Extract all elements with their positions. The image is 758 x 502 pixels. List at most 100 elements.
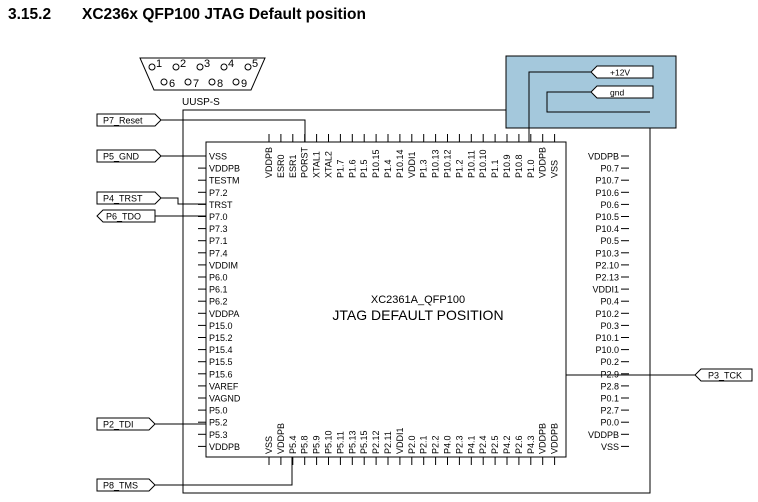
board-frame — [182, 109, 651, 494]
right-pin-p0-2: P0.2 — [600, 357, 619, 367]
db9-pin-6 — [160, 78, 168, 86]
left-pin-p15-6: P15.6 — [209, 369, 233, 379]
right-pin-vss: VSS — [601, 442, 619, 452]
db9-pin-9 — [232, 78, 240, 86]
right-pin-p0-7: P0.7 — [600, 164, 619, 174]
gnd-wire — [546, 91, 650, 113]
bottom-pin-p4-3: P4.3 — [526, 435, 536, 454]
left-pin-varef: VAREF — [209, 381, 239, 391]
right-pin-p10-3: P10.3 — [595, 248, 619, 258]
gnd-tag — [590, 85, 654, 99]
top-pin-porst: PORST — [300, 146, 310, 178]
bottom-pin-vddpb: VDDPB — [538, 423, 548, 454]
bottom-pin-vss: VSS — [264, 436, 274, 454]
p2-tdi-tag — [96, 417, 156, 431]
right-pin-p0-5: P0.5 — [600, 236, 619, 246]
right-pin-p10-0: P10.0 — [595, 345, 619, 355]
right-pin-p2-7: P2.7 — [600, 406, 619, 416]
right-pin-p10-2: P10.2 — [595, 309, 619, 319]
section-title: XC236x QFP100 JTAG Default position — [82, 6, 366, 23]
left-pin-testm: TESTM — [209, 176, 240, 186]
bottom-pin-vddi1: VDDI1 — [395, 427, 405, 454]
left-pin-p15-5: P15.5 — [209, 357, 233, 367]
power-box: +12V gnd — [505, 55, 677, 142]
right-pin-p2-13: P2.13 — [595, 273, 619, 283]
db9-pin-5 — [244, 63, 252, 71]
right-pin-p10-1: P10.1 — [595, 333, 619, 343]
db9-shell — [139, 57, 266, 91]
top-pin-p1-0: P1.0 — [526, 159, 536, 178]
top-pin-p10-14: P10.14 — [395, 149, 405, 178]
top-pin-p1-7: P1.7 — [335, 159, 345, 178]
gnd-label: gnd — [610, 88, 624, 98]
p7-reset-wire — [161, 119, 306, 142]
signal-p2-tdi: P2_TDI — [96, 417, 206, 431]
right-pin-p0-3: P0.3 — [600, 321, 619, 331]
p7-reset-label: P7_Reset — [103, 116, 143, 126]
left-pin-p15-0: P15.0 — [209, 321, 233, 331]
db9-pin-3 — [196, 63, 204, 71]
bottom-pin-vddpb: VDDPB — [276, 423, 286, 454]
p8-tms-label: P8_TMS — [103, 481, 138, 491]
p3-tck-tag — [694, 368, 753, 382]
left-pin-p5-3: P5.3 — [209, 430, 228, 440]
p8-tms-wire — [155, 457, 293, 486]
left-pin-p7-2: P7.2 — [209, 188, 228, 198]
connector-label: UUSP-S — [182, 97, 220, 108]
top-pin-p10-9: P10.9 — [502, 154, 512, 178]
left-pin-p15-4: P15.4 — [209, 345, 233, 355]
top-pin-vss: VSS — [550, 160, 560, 178]
left-pin-p7-4: P7.4 — [209, 248, 228, 258]
chip-caption: JTAG DEFAULT POSITION — [332, 307, 503, 323]
bottom-pin-p5-15: P5.15 — [359, 430, 369, 454]
right-pin-p10-5: P10.5 — [595, 212, 619, 222]
p4-trst-tag — [96, 191, 162, 205]
bottom-pin-p2-0: P2.0 — [407, 435, 417, 454]
bottom-pin-p2-6: P2.6 — [514, 435, 524, 454]
p3-tck-label: P3_TCK — [708, 371, 742, 381]
section-heading: 3.15.2 XC236x QFP100 JTAG Default positio… — [8, 6, 366, 24]
left-pin-vss: VSS — [209, 152, 227, 162]
left-pin-p6-2: P6.2 — [209, 297, 228, 307]
p2-tdi-label: P2_TDI — [103, 420, 134, 430]
right-pin-p2-8: P2.8 — [600, 381, 619, 391]
right-pin-p10-6: P10.6 — [595, 188, 619, 198]
db9-pin-number: 5 — [252, 58, 258, 70]
top-pin-p1-4: P1.4 — [383, 159, 393, 178]
bottom-pin-p2-1: P2.1 — [419, 435, 429, 454]
db9-pin-4 — [220, 63, 228, 71]
left-pin-p6-1: P6.1 — [209, 285, 228, 295]
top-pin-vddi1: VDDI1 — [407, 151, 417, 178]
signal-p5-gnd: P5_GND — [96, 149, 206, 163]
top-pin-xtal2: XTAL2 — [324, 151, 334, 178]
db9-pin-7 — [184, 78, 192, 86]
signal-p6-tdo: P6_TDO — [96, 209, 206, 223]
top-pin-p10-15: P10.15 — [371, 149, 381, 178]
db9-pin-number: 2 — [180, 58, 186, 70]
left-pin-vddim: VDDIM — [209, 260, 238, 270]
left-pin-vddpb: VDDPB — [209, 164, 240, 174]
left-pin-p5-0: P5.0 — [209, 406, 228, 416]
bottom-pin-p5-10: P5.10 — [324, 430, 334, 454]
right-pin-p0-4: P0.4 — [600, 297, 619, 307]
bottom-pin-p4-0: P4.0 — [443, 435, 453, 454]
signal-p3-tck: P3_TCK — [566, 368, 753, 382]
top-pin-p1-2: P1.2 — [454, 159, 464, 178]
db9-pin-number: 3 — [204, 58, 210, 70]
bottom-pin-p2-2: P2.2 — [431, 435, 441, 454]
bottom-pin-p5-11: P5.11 — [335, 431, 345, 454]
p6-tdo-label: P6_TDO — [106, 212, 141, 222]
p4-trst-wire — [161, 197, 206, 205]
db9-pin-number: 9 — [241, 78, 247, 90]
right-pin-p2-9: P2.9 — [600, 369, 619, 379]
bottom-pin-p5-9: P5.9 — [312, 435, 322, 454]
top-pin-p10-12: P10.12 — [443, 149, 453, 178]
signal-p8-tms: P8_TMS — [96, 457, 293, 492]
section-number: 3.15.2 — [8, 6, 52, 23]
left-pin-vddpa: VDDPA — [209, 309, 239, 319]
left-pin-vagnd: VAGND — [209, 394, 241, 404]
db9-pin-2 — [172, 63, 180, 71]
db9-pin-8 — [208, 78, 216, 86]
